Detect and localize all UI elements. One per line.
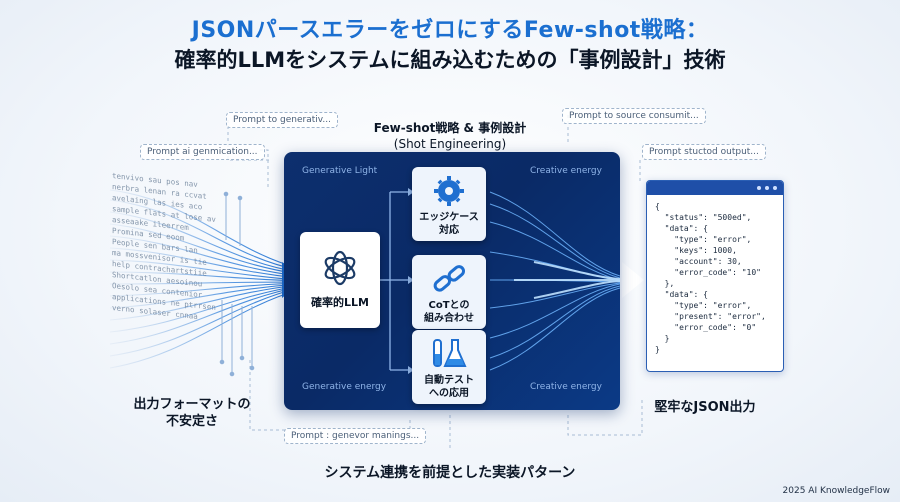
card-auto-test: 自動テスト への応用 xyxy=(412,330,486,404)
strategy-heading-line2: (Shot Engineering) xyxy=(393,137,507,151)
card-edge-case-label: エッジケース 対応 xyxy=(412,211,486,237)
panel-corner-label-bottom-right: Creative energy xyxy=(530,382,602,392)
probabilistic-llm-node xyxy=(300,232,380,328)
flask-icon xyxy=(433,339,467,367)
footer-caption: システム連携を前提とした実装パターン xyxy=(324,465,576,481)
strategy-heading-line1: Few-shot戦略 & 事例設計 xyxy=(373,121,527,135)
input-label-line2: 不安定さ xyxy=(165,414,218,429)
window-dot xyxy=(773,186,777,190)
input-label: 出力フォーマットの 不安定さ xyxy=(112,396,272,430)
chain-link-icon xyxy=(433,265,466,292)
json-output-window: { "status": "500ed", "data": { "type": "… xyxy=(646,180,784,372)
json-code-block: { "status": "500ed", "data": { "type": "… xyxy=(655,202,766,354)
subtitle: 確率的LLMをシステムに組み込むための「事例設計」技術 xyxy=(174,48,726,72)
noisy-input-text: tenvivo sau pos nav nerbra lenan ra ccva… xyxy=(112,170,242,327)
card-cot-label: CoTとの 組み合わせ xyxy=(412,299,486,325)
panel-flow-graphic xyxy=(380,188,620,374)
card-label-line1: 自動テスト xyxy=(424,375,474,386)
input-label-line1: 出力フォーマットの xyxy=(133,397,251,412)
card-cot: CoTとの 組み合わせ xyxy=(412,255,486,329)
gear-icon xyxy=(434,176,464,206)
window-dot xyxy=(765,186,769,190)
card-label-line2: 組み合わせ xyxy=(424,313,474,324)
panel-corner-label-bottom-left: Generative energy xyxy=(302,382,387,392)
window-dot xyxy=(757,186,761,190)
card-auto-test-label: 自動テスト への応用 xyxy=(412,374,486,400)
prompt-chip-right: Prompt stuctod output... xyxy=(642,144,766,160)
main-title: JSONパースエラーをゼロにするFew-shot戦略： xyxy=(191,18,709,43)
prompt-chip-left: Prompt ai genmication... xyxy=(140,144,265,160)
output-label: 堅牢なJSON出力 xyxy=(654,400,756,415)
panel-corner-label-top-right: Creative energy xyxy=(530,166,602,176)
card-label-line2: への応用 xyxy=(429,388,469,399)
window-title-bar xyxy=(647,181,783,195)
llm-label: 確率的LLM xyxy=(311,296,369,309)
credit-text: 2025 AI KnowledgeFlow xyxy=(782,486,890,496)
strategy-heading: Few-shot戦略 & 事例設計 (Shot Engineering) xyxy=(330,120,570,152)
panel-corner-label-top-left: Generative Light xyxy=(302,166,378,176)
card-edge-case: エッジケース 対応 xyxy=(412,167,486,241)
prompt-chip-top-right: Prompt to source consumit... xyxy=(562,108,706,124)
llm-knot-icon xyxy=(324,250,356,286)
prompt-chip-bottom: Prompt : genevor manings... xyxy=(284,428,427,444)
prompt-chip-top-left: Prompt to generativ... xyxy=(226,112,338,128)
card-label-line2: 対応 xyxy=(439,225,459,236)
card-label-line1: エッジケース xyxy=(419,212,479,223)
card-label-line1: CoTとの xyxy=(428,300,470,311)
